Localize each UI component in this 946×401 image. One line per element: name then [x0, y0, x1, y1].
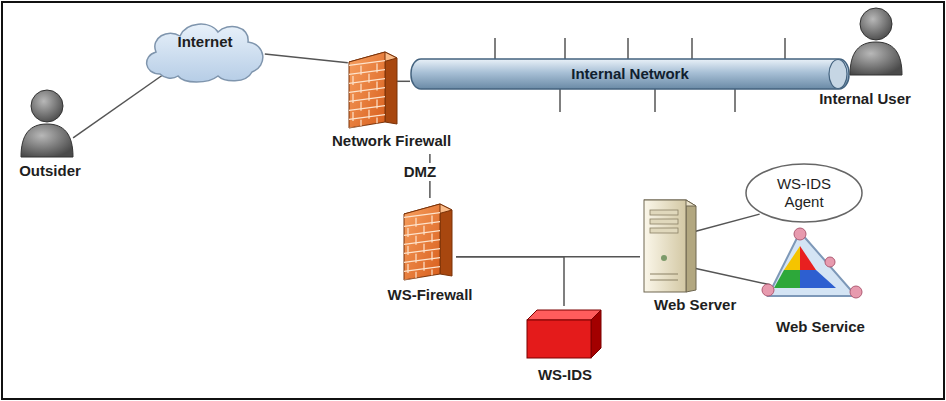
node-label: WS-IDS Agent — [762, 175, 846, 211]
agent-callout: WS-IDS Agent — [744, 162, 864, 224]
firewall-icon: WS-Firewall — [378, 198, 482, 304]
node-label: WS-Firewall — [378, 286, 482, 304]
network-link — [397, 81, 410, 83]
network-link — [696, 214, 760, 231]
firewall-icon-art — [345, 46, 401, 130]
service-icon: Web Service — [760, 226, 910, 336]
outsider-figure-art — [18, 86, 76, 158]
node-label: Web Service — [760, 318, 910, 336]
node-label: Internet — [177, 33, 232, 51]
user-figure: Internal User — [795, 4, 935, 108]
node-label: Internal User — [795, 90, 935, 108]
ids-appliance: WS-IDS — [515, 306, 615, 384]
outsider-figure: Outsider — [8, 86, 92, 180]
node-label: Outsider — [8, 162, 92, 180]
server-icon-art — [640, 196, 700, 294]
link-label: DMZ — [401, 163, 440, 181]
ids-appliance-art — [523, 306, 605, 362]
network-link — [265, 54, 348, 63]
internet-cloud: Internet — [140, 16, 270, 84]
user-figure-art — [847, 4, 905, 76]
network-link — [696, 269, 771, 285]
network-link — [456, 256, 640, 258]
network-link — [73, 75, 163, 138]
node-label: WS-IDS — [515, 366, 615, 384]
network-pipe: Internal Network — [410, 58, 850, 90]
node-label: Network Firewall — [332, 132, 482, 150]
node-label: Web Server — [636, 296, 786, 314]
server-icon: Web Server — [636, 196, 786, 314]
node-label: Internal Network — [571, 65, 689, 83]
service-icon-art — [760, 226, 864, 310]
firewall-icon-art — [400, 198, 456, 282]
